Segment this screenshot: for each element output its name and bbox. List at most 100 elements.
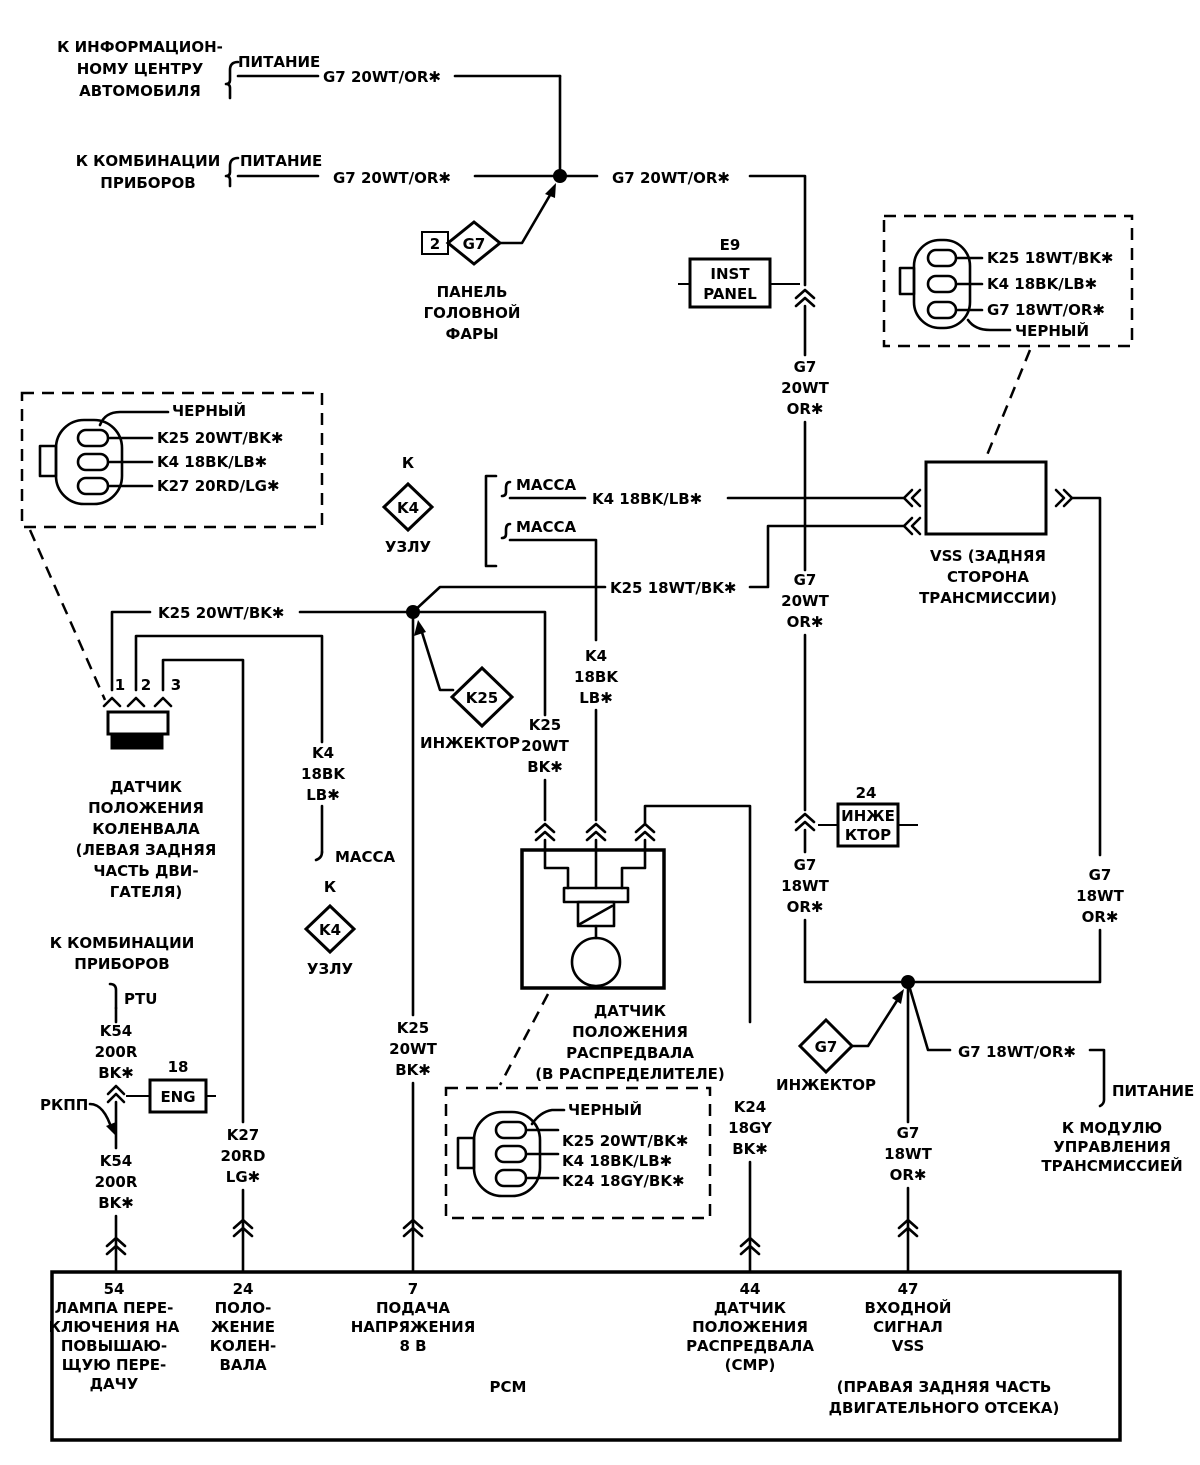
k4-splice-top xyxy=(381,481,435,533)
vss-pin-g7: G7 18WT/OR✱ xyxy=(987,301,1105,319)
wire-g7-to-e9 xyxy=(748,174,807,287)
k25-splice-label: K25 xyxy=(466,689,499,707)
svg-text:18BK: 18BK xyxy=(301,765,346,783)
cmp-color-label: ЧЕРНЫЙ xyxy=(568,1100,642,1119)
ckp-callout xyxy=(28,529,107,701)
k25-splice-diamond xyxy=(449,665,515,729)
g7-vertical-label-3: G7 18WT OR✱ xyxy=(781,856,829,916)
svg-text:G7: G7 xyxy=(794,571,817,589)
power-label-1: ПИТАНИЕ xyxy=(238,53,320,71)
g7-vertical-label-1: G7 20WT OR✱ xyxy=(781,358,829,418)
g7-splice-bottom xyxy=(797,1017,855,1075)
wire-label-g7-right: G7 20WT/OR✱ xyxy=(612,169,730,187)
inj24-line2: КТОР xyxy=(845,826,891,844)
svg-text:7: 7 xyxy=(408,1280,418,1298)
svg-text:ВХОДНОЙ: ВХОДНОЙ xyxy=(865,1298,952,1317)
ground-1-mark xyxy=(500,480,512,498)
inst-panel-box xyxy=(688,257,772,309)
cluster-top-label: К КОМБИНАЦИИ ПРИБОРОВ xyxy=(76,152,221,192)
svg-text:LB✱: LB✱ xyxy=(306,786,340,804)
g7-vertical-label-bottom: G7 18WT OR✱ xyxy=(884,1124,932,1184)
svg-text:ЛАМПА ПЕРЕ-: ЛАМПА ПЕРЕ- xyxy=(55,1299,174,1317)
svg-text:47: 47 xyxy=(898,1280,919,1298)
connector-inj24-chevron xyxy=(794,812,816,832)
svg-text:ПОЛОЖЕНИЯ: ПОЛОЖЕНИЯ xyxy=(692,1318,808,1336)
svg-text:ГАТЕЛЯ): ГАТЕЛЯ) xyxy=(110,883,183,901)
node-label-top: УЗЛУ xyxy=(385,538,432,556)
svg-text:СИГНАЛ: СИГНАЛ xyxy=(873,1318,943,1336)
ground-label-2: МАССА xyxy=(516,518,577,536)
svg-text:3: 3 xyxy=(171,676,181,694)
svg-text:G7: G7 xyxy=(794,358,817,376)
svg-text:ДАТЧИК: ДАТЧИК xyxy=(714,1299,787,1317)
svg-text:OR✱: OR✱ xyxy=(787,400,824,418)
bracket-info xyxy=(224,60,240,100)
arrow-headlamp xyxy=(545,183,556,198)
svg-text:18WT: 18WT xyxy=(1076,887,1124,905)
k4-splice-bottom xyxy=(303,903,357,955)
wire-k4-ckp-pin2 xyxy=(134,634,324,744)
svg-text:K25: K25 xyxy=(529,716,562,734)
svg-text:BK✱: BK✱ xyxy=(98,1194,134,1212)
svg-text:200R: 200R xyxy=(95,1173,138,1191)
vss-color-label: ЧЕРНЫЙ xyxy=(1015,321,1089,340)
cluster-bottom-label: К КОМБИНАЦИИ ПРИБОРОВ xyxy=(50,934,195,973)
inj24-box xyxy=(836,802,900,848)
cmp-pin-k24: K24 18GY/BK✱ xyxy=(562,1172,685,1190)
wire-label-k25-20wt: K25 20WT/BK✱ xyxy=(158,604,284,622)
k4-vertical-label: K4 18BK LB✱ xyxy=(574,647,619,707)
cmp-sensor-label: ДАТЧИК ПОЛОЖЕНИЯ РАСПРЕДВАЛА (В РАСПРЕДЕ… xyxy=(535,1002,725,1083)
k54-bottom-label: K54 200R BK✱ xyxy=(95,1152,138,1212)
svg-text:НАПРЯЖЕНИЯ: НАПРЯЖЕНИЯ xyxy=(351,1318,476,1336)
svg-text:ЖЕНИЕ: ЖЕНИЕ xyxy=(211,1318,275,1336)
cmp-connector-chevrons xyxy=(534,822,656,842)
svg-text:20WT: 20WT xyxy=(781,592,829,610)
svg-text:ПАНЕЛЬ: ПАНЕЛЬ xyxy=(437,283,508,301)
g7-vertical-label-right: G7 18WT OR✱ xyxy=(1076,866,1124,926)
svg-text:K24: K24 xyxy=(734,1098,767,1116)
wire-label-g7-18wt: G7 18WT/OR✱ xyxy=(958,1043,1076,1061)
svg-text:54: 54 xyxy=(104,1280,125,1298)
vss-conn-k25 xyxy=(902,516,922,536)
eng-number: 18 xyxy=(168,1058,189,1076)
wire-vss-g7-right xyxy=(1070,496,1102,857)
bracket-cluster-top xyxy=(224,156,240,188)
cmp-connector-frame xyxy=(444,1086,712,1220)
wire-k25-splice-to-vss xyxy=(411,585,607,614)
svg-text:20WT: 20WT xyxy=(781,379,829,397)
headlamp-splice-diamond xyxy=(445,220,503,266)
svg-text:ПОЛО-: ПОЛО- xyxy=(215,1299,272,1317)
k4-left-vertical-label: K4 18BK LB✱ xyxy=(301,744,346,804)
ground-2-mark xyxy=(500,522,512,540)
pcm-pin-7: 7 ПОДАЧА НАПРЯЖЕНИЯ 8 В xyxy=(351,1280,476,1355)
inj24-line1: ИНЖЕ xyxy=(841,807,895,825)
svg-text:(CMP): (CMP) xyxy=(725,1356,776,1374)
vss-pin-k25: K25 18WT/BK✱ xyxy=(987,249,1113,267)
k24-vertical-label: K24 18GY BK✱ xyxy=(728,1098,773,1158)
ckp-sensor-base xyxy=(110,732,164,750)
info-center-label: К ИНФОРМАЦИОН- НОМУ ЦЕНТРУ АВТОМОБИЛЯ xyxy=(57,38,223,100)
ground-3-mark xyxy=(314,850,324,862)
ckp-pin-k27: K27 20RD/LG✱ xyxy=(157,477,280,495)
eng-box xyxy=(148,1078,208,1114)
ckp-sensor-label: ДАТЧИК ПОЛОЖЕНИЯ КОЛЕНВАЛА (ЛЕВАЯ ЗАДНЯЯ… xyxy=(76,778,217,901)
svg-text:BK✱: BK✱ xyxy=(98,1064,134,1082)
svg-text:ТРАНСМИССИИ): ТРАНСМИССИИ) xyxy=(919,589,1057,607)
ckp-pin-numbers: 1 2 3 xyxy=(115,676,181,694)
eng-label: ENG xyxy=(160,1088,195,1106)
arrow-g7-bottom xyxy=(892,989,904,1004)
wire-g7-splice-to-tcm xyxy=(906,980,952,1052)
ckp-sensor-body xyxy=(106,710,170,736)
power-label-3: ПИТАНИЕ xyxy=(1112,1082,1194,1100)
splice-dot-top xyxy=(553,169,567,183)
pcm-box xyxy=(50,1270,1122,1442)
connector-e9-chevron xyxy=(794,288,816,308)
svg-text:КОЛЕНВАЛА: КОЛЕНВАЛА xyxy=(92,820,200,838)
ckp-pin-leads xyxy=(108,436,154,488)
wire-k27-ckp-pin3 xyxy=(161,658,245,1124)
vss-pin-leads xyxy=(956,256,984,312)
wire-k25-injector-lead xyxy=(418,624,455,692)
g7-vertical-label-2: G7 20WT OR✱ xyxy=(781,571,829,631)
pcm-connector-chevrons xyxy=(105,1218,919,1256)
svg-text:ПОДАЧА: ПОДАЧА xyxy=(376,1299,450,1317)
